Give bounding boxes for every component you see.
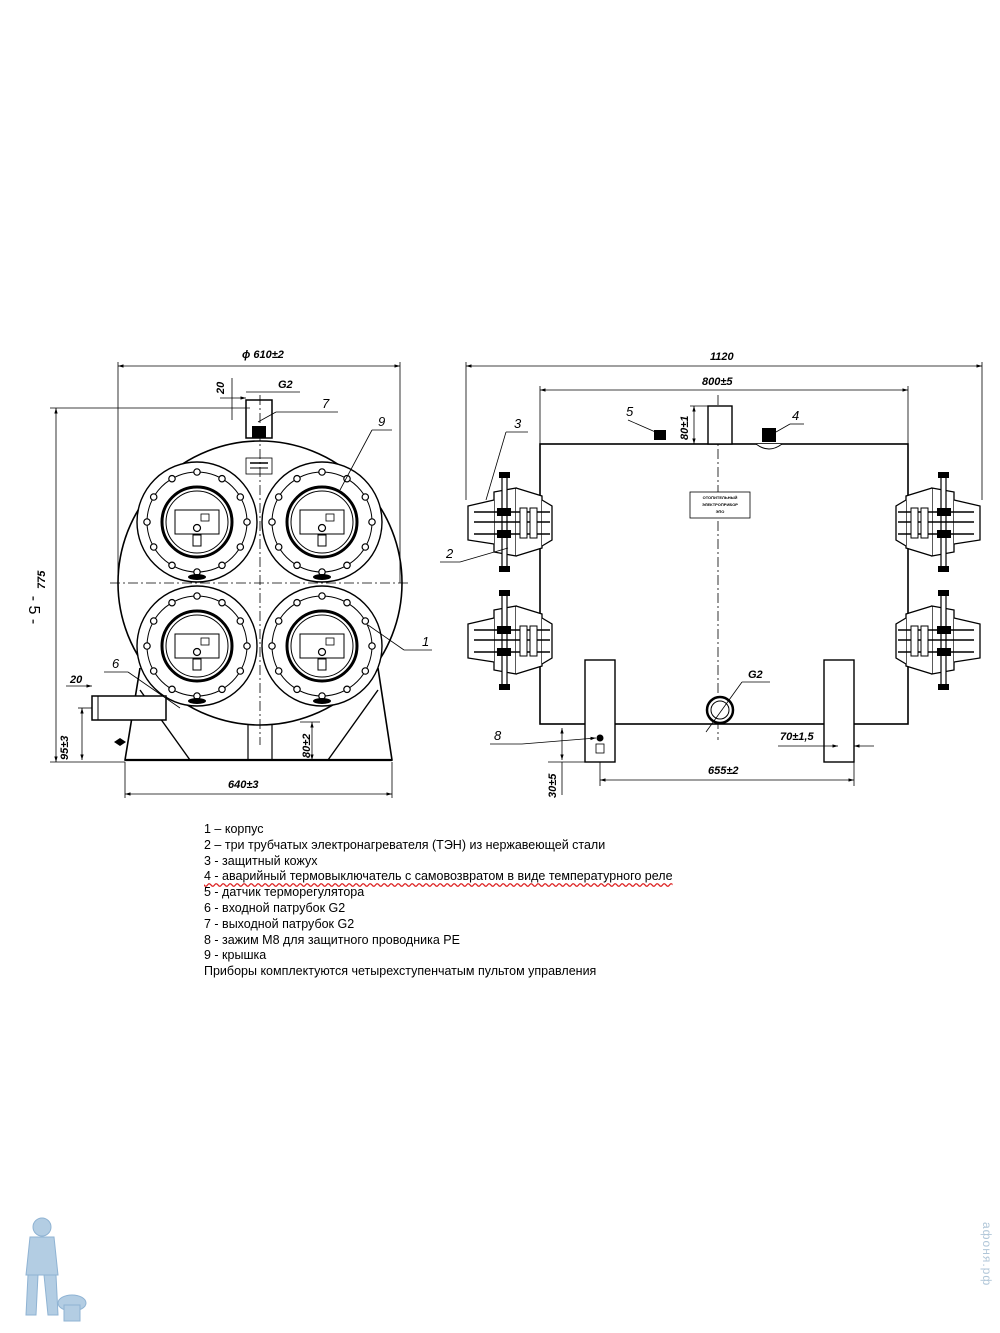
callout-8: 8 bbox=[494, 728, 502, 743]
legend-item: 2 – три трубчатых электронагревателя (ТЭ… bbox=[204, 837, 606, 852]
dim-length-800: 800±5 bbox=[702, 376, 733, 388]
watermark: афоня.рф bbox=[980, 1222, 994, 1287]
legend-item: 9 - крышка bbox=[204, 948, 267, 963]
side-dimensions: 1120 800±5 80±1 5 4 3 2 8 G2 70±1, bbox=[440, 351, 983, 798]
legend-list: 1 – корпус 2 – три трубчатых электронагр… bbox=[204, 822, 804, 980]
dim-h80-right: 80±1 bbox=[679, 416, 691, 440]
callout-7: 7 bbox=[322, 396, 330, 411]
legend-item: 1 – корпус bbox=[204, 822, 264, 836]
dim-diameter: ϕ 610±2 bbox=[242, 349, 284, 361]
dim-left-20: 20 bbox=[69, 674, 83, 686]
legend-item: 6 - входной патрубок G2 bbox=[204, 900, 346, 915]
dim-h30: 30±5 bbox=[547, 773, 559, 798]
front-view bbox=[91, 395, 410, 762]
dim-top-20: 20 bbox=[215, 381, 227, 395]
plate-line1: ОТОПИТЕЛЬНЫЙ bbox=[703, 495, 738, 500]
legend-item: 7 - выходной патрубок G2 bbox=[204, 916, 355, 931]
legend-item: 5 - датчик терморегулятора bbox=[204, 885, 365, 900]
callout-6: 6 bbox=[112, 656, 120, 671]
dim-g2-outlet: G2 bbox=[278, 379, 293, 391]
dim-h95: 95±3 bbox=[59, 736, 71, 760]
dim-width-640: 640±3 bbox=[228, 779, 259, 791]
dim-655: 655±2 bbox=[708, 765, 739, 777]
legend-item: 8 - зажим М8 для защитного проводника РЕ bbox=[204, 932, 460, 947]
legend-note: Приборы комплектуются четырехступенчатым… bbox=[204, 964, 597, 979]
dim-length-1120: 1120 bbox=[710, 351, 735, 363]
plate-line2: ЭЛЕКТРОПРИБОР bbox=[702, 502, 738, 507]
callout-9: 9 bbox=[378, 414, 385, 429]
legend-item: 4 - аварийный термовыключатель с самовоз… bbox=[204, 869, 673, 884]
callout-1: 1 bbox=[422, 634, 429, 649]
dim-g2-inlet: G2 bbox=[748, 669, 763, 681]
callout-4: 4 bbox=[792, 408, 799, 423]
dim-h80-left: 80±2 bbox=[301, 734, 313, 758]
page-number: - 5 - bbox=[25, 595, 42, 625]
side-view: ОТОПИТЕЛЬНЫЙ ЭЛЕКТРОПРИБОР ЭПО bbox=[467, 395, 981, 763]
legend-item: 3 - защитный кожух bbox=[204, 853, 318, 868]
callout-2: 2 bbox=[445, 546, 454, 561]
dim-height-775: 775 bbox=[36, 570, 48, 589]
plate-line3: ЭПО bbox=[716, 509, 725, 514]
callout-5: 5 bbox=[626, 404, 634, 419]
callout-3: 3 bbox=[514, 416, 522, 431]
plumber-mascot-icon bbox=[25, 1217, 87, 1322]
front-dimensions: ϕ 610±2 20 G2 775 20 95±3 80±2 640±3 7 9… bbox=[36, 349, 432, 798]
dim-70: 70±1,5 bbox=[780, 731, 814, 743]
